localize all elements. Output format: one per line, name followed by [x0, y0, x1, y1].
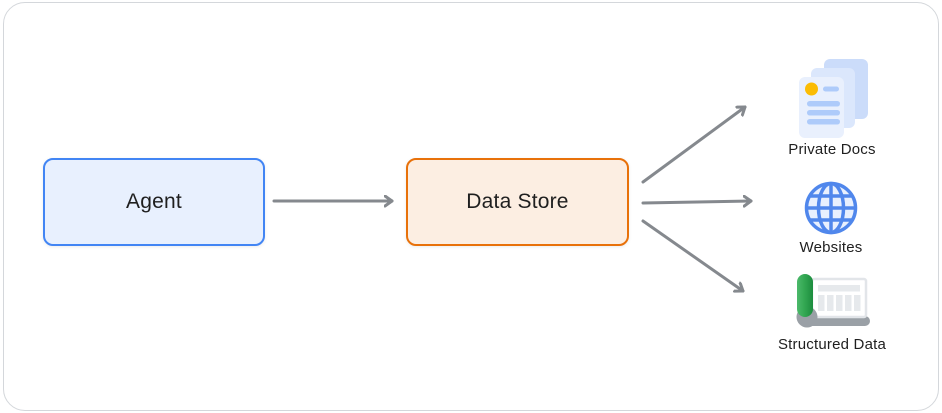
node-data-store-label: Data Store	[466, 190, 569, 213]
arrow-datastore-to-private-docs	[641, 105, 747, 184]
documents-icon	[799, 59, 868, 138]
target-label-structured-data: Structured Data	[777, 336, 887, 353]
node-data-store: Data Store	[406, 158, 629, 246]
target-label-websites: Websites	[799, 239, 863, 256]
node-agent-label: Agent	[126, 190, 182, 213]
spreadsheet-icon	[796, 274, 870, 328]
arrow-datastore-to-structured-data	[641, 219, 745, 291]
node-agent: Agent	[43, 158, 265, 246]
globe-icon	[804, 181, 858, 235]
target-label-private-docs: Private Docs	[788, 141, 876, 158]
arrow-datastore-to-websites	[641, 201, 753, 203]
